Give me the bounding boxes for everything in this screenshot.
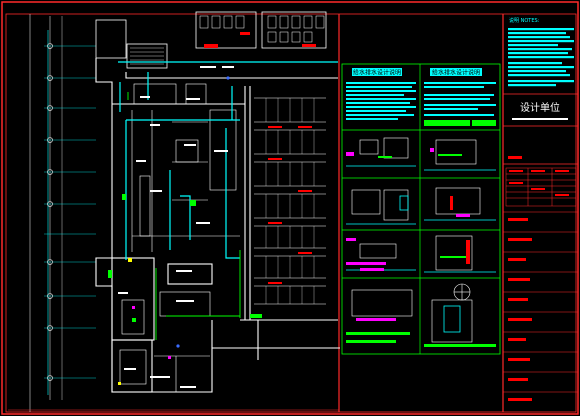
right-detail-header: 给水排水设计说明 [432,69,480,77]
detail-red [450,196,470,264]
axis-grid [44,16,96,400]
detail-cyan [346,165,496,333]
title-row-labels [508,218,532,401]
building-walls [95,58,340,393]
left-detail-header: 给水排水设计说明 [353,69,401,77]
detail-magenta [346,148,470,321]
fixture-marks-magenta [132,306,171,359]
title-block: 说明 NOTES: 设计单位 [503,17,578,401]
fixture-marks-green [108,194,262,322]
design-unit-label: 设计单位 [520,101,560,114]
detail-sketches [351,137,481,343]
top-block [95,11,327,69]
title-rows [503,211,578,393]
right-notes-text [424,82,496,116]
water-supply-pipes [118,61,338,260]
plan-annotations [118,66,234,388]
detail-panels: 给水排水设计说明 给水排水设计说明 [341,63,501,355]
detail-green [346,154,496,347]
seating-red-marks [268,126,312,284]
left-notes-text [346,82,416,120]
interior-partitions [119,83,240,392]
floor-plan [95,11,340,393]
notes-header: 说明 NOTES: [509,17,540,24]
title-notes-text [508,28,574,87]
fixture-marks-yellow [118,258,132,385]
drain-pipes [127,92,241,340]
signature-table [505,167,577,207]
toilet-fixtures [199,15,325,43]
seating-grid [254,97,326,305]
